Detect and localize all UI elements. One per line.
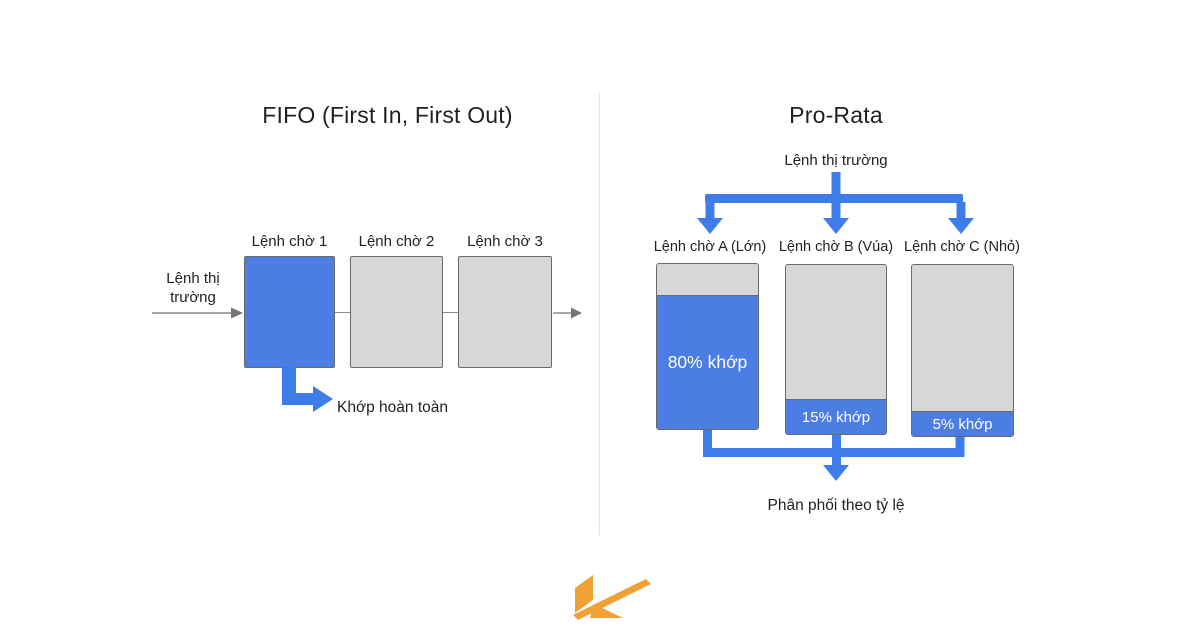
prorata-column-b-fill: 15% khớp: [786, 399, 886, 434]
fifo-matched-label: Khớp hoàn toàn: [337, 399, 449, 416]
prorata-column-c-unfilled: [912, 265, 1013, 411]
prorata-column-b: 15% khớp: [785, 264, 887, 435]
prorata-branch-arrows-icon: [697, 172, 974, 234]
fifo-input-label-line1: Lệnh thị: [166, 270, 220, 287]
fifo-queue3-label: Lệnh chờ 3: [467, 233, 543, 250]
kakata-k-logo: [573, 575, 651, 620]
prorata-column-b-unfilled: [786, 265, 886, 399]
prorata-column-b-label: Lệnh chờ B (Vúa): [778, 239, 894, 255]
prorata-title: Pro-Rata: [789, 102, 883, 128]
fifo-input-arrow-icon: [152, 307, 243, 319]
prorata-output-label: Phân phối theo tỷ lệ: [767, 497, 905, 514]
fifo-title: FIFO (First In, First Out): [262, 102, 513, 128]
fifo-queue2-box: [350, 256, 443, 368]
prorata-column-a: 80% khớp: [656, 263, 759, 430]
fifo-queue1-label: Lệnh chờ 1: [251, 233, 328, 250]
fifo-connector-2: [443, 311, 458, 313]
fifo-matched-arrow-icon: [282, 367, 333, 412]
prorata-column-a-unfilled: [657, 264, 758, 295]
prorata-input-label: Lệnh thị trường: [784, 152, 888, 169]
fifo-connector-1: [335, 311, 350, 313]
fifo-input-label: Lệnh thị trường: [151, 269, 235, 307]
prorata-column-c-fill: 5% khớp: [912, 411, 1013, 436]
fifo-input-label-line2: trường: [170, 289, 216, 306]
prorata-collect-arrows-icon: [703, 430, 965, 481]
fifo-queue3-box: [458, 256, 552, 368]
fifo-queue2-label: Lệnh chờ 2: [358, 233, 435, 250]
prorata-column-c: 5% khớp: [911, 264, 1014, 437]
prorata-column-a-fill: 80% khớp: [657, 295, 758, 429]
fifo-queue1-box: [244, 256, 335, 368]
panel-divider: [599, 92, 600, 535]
prorata-column-c-label: Lệnh chờ C (Nhỏ): [904, 239, 1020, 255]
fifo-exit-arrow-icon: [553, 307, 582, 319]
prorata-column-a-label: Lệnh chờ A (Lớn): [653, 239, 767, 255]
